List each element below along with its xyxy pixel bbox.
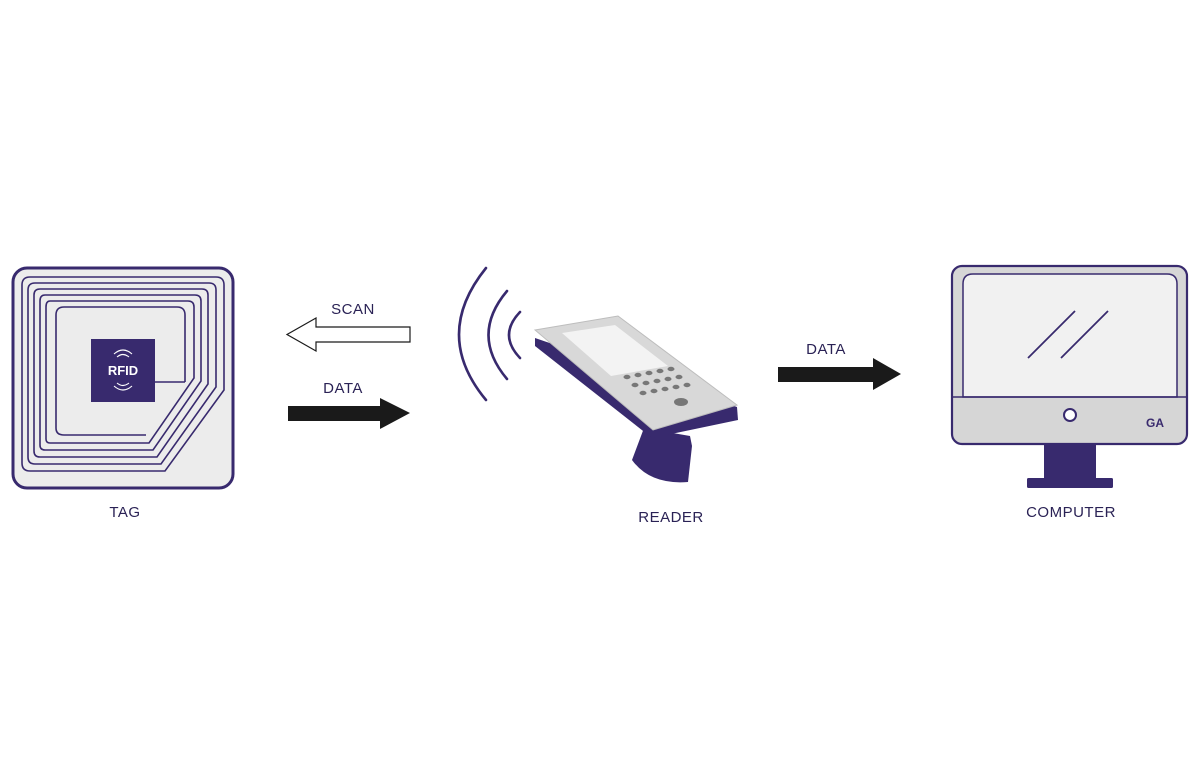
scan-label: SCAN <box>331 301 375 318</box>
reader-label: READER <box>638 509 704 526</box>
monitor-base <box>1027 478 1113 488</box>
rfid-tag: RFID TAG <box>11 266 235 521</box>
scan-arrow-shape <box>285 316 411 353</box>
data-arrow-left-shape <box>288 398 410 429</box>
data-arrow-left: DATA <box>288 380 410 429</box>
rfid-reader: READER <box>457 266 739 526</box>
tag-antenna-coils <box>21 276 225 472</box>
chip-wave-icon <box>113 349 133 391</box>
data-right-label: DATA <box>806 341 846 358</box>
reader-keypad <box>623 366 691 406</box>
data-arrow-right: DATA <box>778 341 901 390</box>
monitor-logo: GA <box>1146 416 1164 430</box>
computer-monitor: GA COMPUTER <box>950 264 1189 521</box>
power-button-icon <box>1063 408 1077 422</box>
monitor-screen <box>962 273 1178 398</box>
computer-label: COMPUTER <box>1026 504 1116 521</box>
chip-label: RFID <box>108 363 138 378</box>
data-arrow-right-shape <box>778 358 901 390</box>
reader-screen <box>562 325 668 376</box>
data-left-label: DATA <box>323 380 363 397</box>
reader-handle <box>632 428 692 483</box>
monitor-neck <box>1044 444 1096 478</box>
tag-label: TAG <box>109 504 140 521</box>
scan-arrow: SCAN <box>285 301 411 353</box>
signal-waves-icon <box>457 266 522 402</box>
screen-glare-icon <box>1027 310 1109 359</box>
